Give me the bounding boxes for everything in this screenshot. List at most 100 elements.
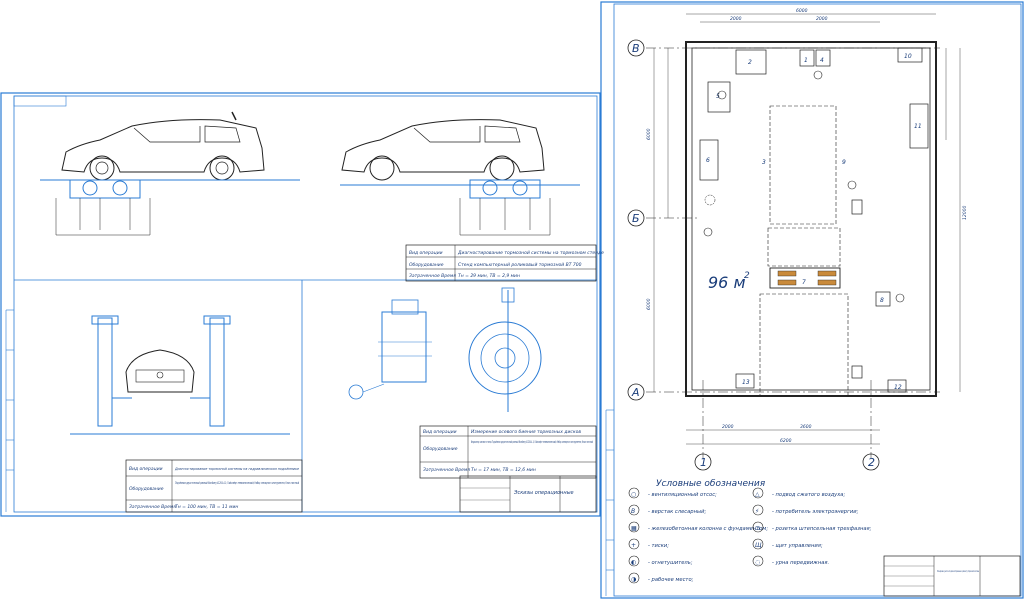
- table-top-value-1: Стенд компьютерный роликовый тормозной B…: [458, 262, 582, 268]
- equip-num-1: 1: [804, 57, 808, 64]
- table-right-value-0: Измерение осевого биения тормозных диско…: [471, 429, 581, 435]
- axis-label-B: В: [632, 42, 640, 55]
- legend-symbol-frame: [752, 504, 764, 516]
- legend-text: - розетка штепсельная трехфазная;: [772, 526, 872, 532]
- legend-symbol-frame: [752, 555, 764, 567]
- right-sheet: В Б А 1 2 6000 2000 2000 6200 2000 3600 …: [600, 1, 1024, 599]
- equip-num-13: 13: [742, 379, 750, 386]
- legend-symbol: ◌: [755, 559, 760, 566]
- legend-symbol: ⊐: [755, 525, 760, 532]
- table-right-label-1: Оборудование: [423, 446, 458, 452]
- legend-text: - железобетонная колонна с фундаментом;: [648, 526, 768, 532]
- legend-title: Условные обозначения: [656, 479, 766, 489]
- brake-disc-assembly-illustration: [348, 287, 542, 412]
- table-top-value-0: Диагностирование тормозной системы на то…: [457, 250, 604, 256]
- axis-bubble-B: [627, 39, 645, 57]
- axis-label-A: А: [631, 386, 640, 399]
- car-on-brake-stand-illustration: [40, 111, 300, 236]
- dimension-lines: [653, 13, 961, 445]
- dim-bottom-b: 3600: [800, 424, 812, 430]
- operation-table-stand: Вид операции Диагностирование тормозной …: [405, 244, 604, 282]
- lift-equipment-7: [769, 267, 841, 289]
- table-right-label-0: Вид операции: [423, 429, 457, 435]
- legend: Условные обозначения: [656, 479, 766, 489]
- equipment-numbers: 2 5 6 1 4 10 11 7 8 13 12 3 9: [706, 53, 922, 391]
- legend-text: - щит управления;: [772, 543, 823, 549]
- operation-table-lift: Вид операции Диагностирование тормозной …: [125, 459, 303, 513]
- table-left-value-0: Диагностирование тормозной системы на ги…: [174, 466, 299, 471]
- table-left-label-2: Затраченное Время: [129, 504, 176, 510]
- dim-bottom-a: 2000: [722, 424, 734, 430]
- equip-num-9: 9: [842, 159, 846, 166]
- car-on-brake-stand-illustration-2: [340, 119, 580, 236]
- table-top-value-2: Тн = 29 мин, ТВ = 2,9 мин: [458, 273, 520, 279]
- dim-top-a: 2000: [730, 16, 742, 22]
- legend-symbol-frame: [628, 538, 640, 550]
- axis-bubble-A: [627, 383, 645, 401]
- equip-num-3: 3: [762, 159, 766, 166]
- equip-num-6: 6: [706, 157, 710, 164]
- grid-axes: В Б А 1 2: [627, 39, 940, 471]
- right-stamp-title: Планировка участка по диагностированию и…: [937, 569, 979, 573]
- legend-text: - рабочее место;: [648, 577, 694, 583]
- legend-symbol-frame: [628, 572, 640, 584]
- equip-num-12: 12: [894, 384, 902, 391]
- legend-text: - тиски;: [648, 543, 669, 549]
- legend-symbol: +: [631, 542, 636, 549]
- two-post-lift-illustration: [70, 315, 290, 435]
- axis-bubble-Б: [627, 209, 645, 227]
- left-stamp-title: Эскизы операционные: [513, 490, 574, 496]
- dim-bottom-total: 6200: [780, 438, 792, 444]
- area-label: 96 м: [708, 273, 746, 292]
- legend-symbol-frame: [752, 521, 764, 533]
- legend-text: - верстак слесарный;: [648, 509, 706, 515]
- inspection-pit: [759, 105, 849, 397]
- operation-table-disc: Вид операции Измерение осевого биения то…: [419, 425, 597, 479]
- axis-label-2: 2: [868, 456, 875, 469]
- legend-text: - подвод сжатого воздуха;: [772, 492, 845, 498]
- legend-text: - огнетушитель;: [648, 560, 693, 566]
- equip-num-7: 7: [802, 279, 806, 286]
- legend-symbol-frame: [628, 521, 640, 533]
- axis-label-Б: Б: [632, 212, 640, 225]
- dim-left-b: 6000: [646, 298, 652, 310]
- axis-bubble-2: [862, 453, 880, 471]
- legend-symbol: В: [631, 508, 635, 515]
- legend-text: - вентиляционный отсос;: [648, 492, 717, 498]
- equipment-boxes: [699, 47, 929, 393]
- axis-label-1: 1: [700, 456, 707, 469]
- equip-num-4: 4: [820, 57, 824, 64]
- table-left-label-0: Вид операции: [129, 466, 163, 472]
- legend-symbol-frame: [752, 538, 764, 550]
- axis-bubble-1: [694, 453, 712, 471]
- equip-num-8: 8: [880, 297, 884, 304]
- legend-symbol-frame: [628, 487, 640, 499]
- legend-symbol: Щ: [755, 542, 762, 549]
- table-left-label-1: Оборудование: [129, 486, 164, 492]
- table-right-value-2: Тн = 17 мин, ТВ = 12,6 мин: [471, 467, 536, 473]
- area-superscript: 2: [744, 271, 750, 281]
- legend-text: - потребитель электроэнергии;: [772, 509, 859, 515]
- dim-right-total: 12000: [962, 206, 968, 220]
- legend-symbol: ▦: [631, 525, 637, 532]
- table-top-label-0: Вид операции: [409, 250, 443, 256]
- table-left-value-2: Тн = 100 мин, ТВ = 11 мин: [175, 504, 238, 510]
- left-sheet: Вид операции Диагностирование тормозной …: [0, 92, 604, 517]
- workplace-symbols: [703, 70, 905, 303]
- legend-symbol: ○: [631, 491, 636, 498]
- equip-num-11: 11: [914, 123, 922, 130]
- right-title-block: Планировка участка по диагностированию и…: [883, 555, 1021, 597]
- legend-symbol: △: [755, 491, 760, 498]
- legend-symbol: ⚡: [755, 508, 759, 515]
- table-right-label-2: Затраченное Время: [423, 467, 470, 473]
- legend-items: ○ - вентиляционный отсос; В - верстак слеса…: [628, 487, 872, 584]
- equip-num-2: 2: [748, 59, 752, 66]
- table-left-value-1: Подъёмник двухстоечный рамный Nordberg 4…: [175, 481, 299, 485]
- equip-num-10: 10: [904, 53, 912, 60]
- legend-symbol-frame: [628, 504, 640, 516]
- table-top-label-1: Оборудование: [409, 262, 444, 268]
- dim-top-b: 2000: [816, 16, 828, 22]
- legend-symbol-frame: [628, 555, 640, 567]
- building-walls: [685, 41, 937, 397]
